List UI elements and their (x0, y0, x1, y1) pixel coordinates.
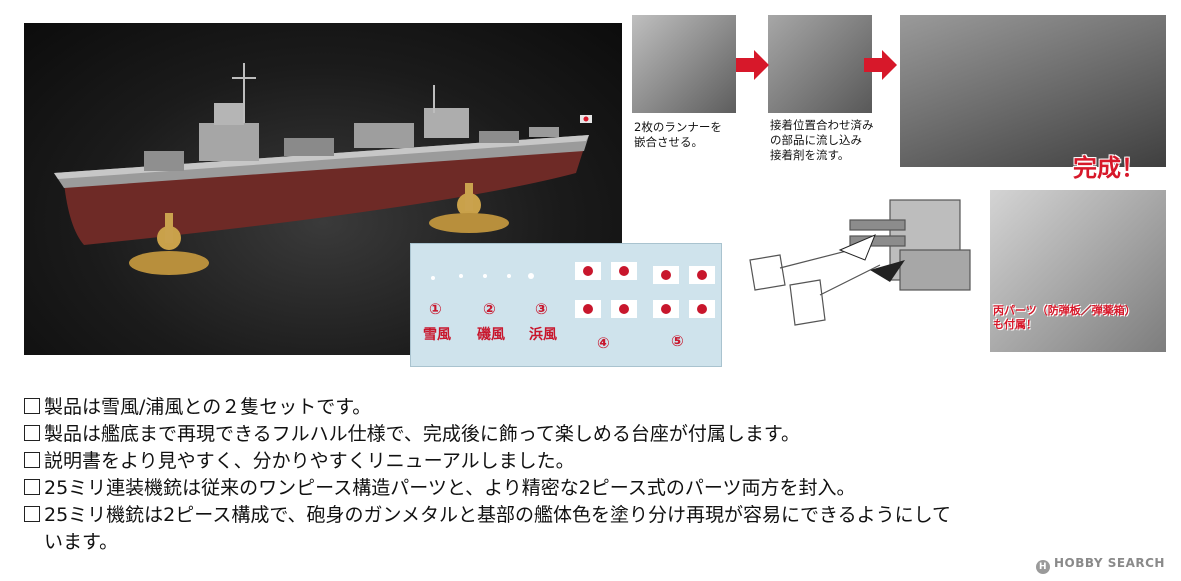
decal-number-2: ② (483, 300, 496, 318)
step2-caption: 接着位置合わせ済み の部品に流し込み 接着剤を流す。 (770, 118, 874, 162)
step1-caption: 2枚のランナーを 嵌合させる。 (634, 120, 722, 149)
gun-assembly-diagram (749, 199, 971, 326)
checkbox-icon (24, 479, 40, 495)
checkbox-icon (24, 506, 40, 522)
decal-sheet: ① ② ③ ④ ⑤ 雪風 磯風 浜風 (410, 243, 722, 367)
rising-sun-flags (431, 262, 715, 318)
checkbox-icon (24, 425, 40, 441)
parts-note: 丙パーツ（防弾板／弾薬箱） も付属！ (993, 304, 1136, 331)
decal-number-1: ① (429, 300, 442, 318)
list-item: 製品は艦底まで再現できるフルハル仕様で、完成後に飾って楽しめる台座が付属します。 (24, 421, 1164, 448)
completed-parts-photo (900, 15, 1166, 167)
ship-model-photo (24, 23, 622, 355)
checkbox-icon (24, 452, 40, 468)
decal-name-hamakaze: 浜風 (529, 327, 557, 343)
decal-name-isokaze: 磯風 (477, 327, 505, 343)
complete-label: 完成！ (1073, 154, 1145, 182)
step-arrow-icon (864, 50, 897, 80)
runner-photo-2 (768, 15, 872, 113)
decal-number-3: ③ (535, 300, 548, 318)
list-item: 説明書をより見やすく、分かりやすくリニューアルしました。 (24, 448, 1164, 475)
decal-number-5: ⑤ (671, 332, 684, 350)
step-arrow-icon (736, 50, 769, 80)
decal-number-4: ④ (597, 334, 610, 352)
decal-name-yukikaze: 雪風 (423, 327, 451, 343)
runner-photo-1 (632, 15, 736, 113)
checkbox-icon (24, 398, 40, 414)
hobby-search-logo-icon: H (1036, 560, 1050, 574)
list-item: 25ミリ機銃は2ピース構成で、砲身のガンメタルと基部の艦体色を塗り分け再現が容易… (24, 502, 1164, 529)
feature-list: 製品は雪風/浦風との２隻セットです。 製品は艦底まで再現できるフルハル仕様で、完… (24, 394, 1164, 556)
list-item: 25ミリ連装機銃は従来のワンピース構造パーツと、より精密な2ピース式のパーツ両方… (24, 475, 1164, 502)
list-item: 製品は雪風/浦風との２隻セットです。 (24, 394, 1164, 421)
extra-parts-photo (990, 190, 1166, 352)
list-item-continuation: います。 (44, 531, 119, 553)
